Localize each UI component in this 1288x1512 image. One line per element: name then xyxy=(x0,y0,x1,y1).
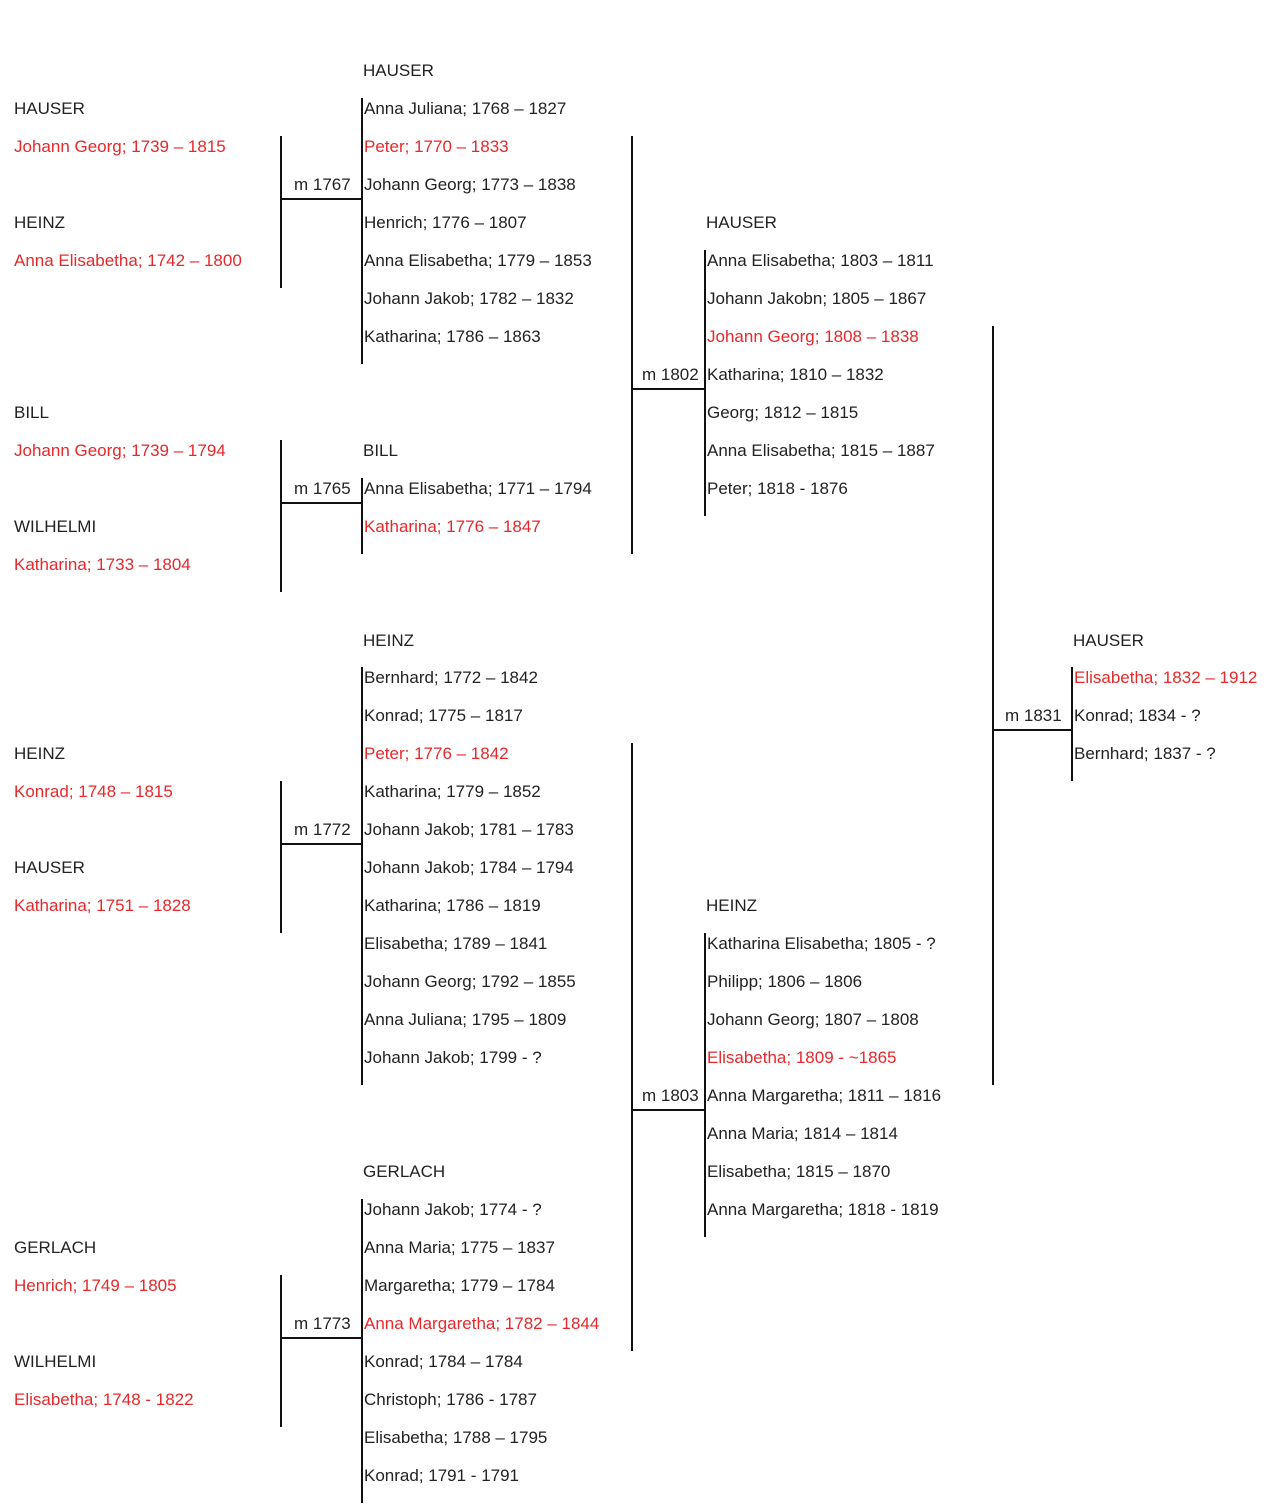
ancestor-surname-wilhelmi-1765: WILHELMI xyxy=(14,517,97,536)
child-entry: Anna Elisabetha; 1779 – 1853 xyxy=(364,251,592,270)
marriage-label-1767: m 1767 xyxy=(294,175,351,194)
child-entry: Anna Elisabetha; 1815 – 1887 xyxy=(707,441,935,460)
child-entry-highlighted: Katharina; 1776 – 1847 xyxy=(364,517,541,536)
marriage-label-1831: m 1831 xyxy=(1005,706,1062,725)
child-entry: Johann Jakob; 1799 - ? xyxy=(364,1048,542,1067)
child-entry: Georg; 1812 – 1815 xyxy=(707,403,859,422)
child-entry-highlighted: Peter; 1776 – 1842 xyxy=(364,744,509,763)
child-entry: Johann Georg; 1773 – 1838 xyxy=(364,175,576,194)
ancestor-name-heinz-1767: Anna Elisabetha; 1742 – 1800 xyxy=(14,251,242,270)
marriage-bracket-1765 xyxy=(280,440,282,592)
child-entry: Bernhard; 1772 – 1842 xyxy=(364,668,538,687)
marriage-label-1772: m 1772 xyxy=(294,820,351,839)
child-entry: Johann Jakob; 1784 – 1794 xyxy=(364,858,574,877)
child-entry: Anna Maria; 1814 – 1814 xyxy=(707,1124,898,1143)
child-entry: Elisabetha; 1789 – 1841 xyxy=(364,934,548,953)
family-surname-hauser-1831: HAUSER xyxy=(1073,631,1144,650)
marriage-connector-1802 xyxy=(631,388,706,390)
marriage-connector-1767 xyxy=(280,198,363,200)
child-entry-highlighted: Anna Margaretha; 1782 – 1844 xyxy=(364,1314,600,1333)
child-entry: Katharina; 1810 – 1832 xyxy=(707,365,884,384)
child-entry: Konrad; 1791 - 1791 xyxy=(364,1466,520,1485)
child-entry: Johann Jakobn; 1805 – 1867 xyxy=(707,289,927,308)
children-bracket-heinz-1803 xyxy=(704,933,706,1237)
child-entry: Katharina; 1786 – 1819 xyxy=(364,896,541,915)
child-entry: Christoph; 1786 - 1787 xyxy=(364,1390,537,1409)
children-bracket-hauser-1802 xyxy=(704,250,706,516)
marriage-label-1773: m 1773 xyxy=(294,1314,351,1333)
marriage-bracket-1767 xyxy=(280,136,282,288)
child-entry: Konrad; 1775 – 1817 xyxy=(364,706,523,725)
child-entry: Bernhard; 1837 - ? xyxy=(1074,744,1216,763)
child-entry: Johann Georg; 1807 – 1808 xyxy=(707,1010,919,1029)
marriage-label-1802: m 1802 xyxy=(642,365,699,384)
child-entry: Elisabetha; 1815 – 1870 xyxy=(707,1162,891,1181)
family-surname-hauser-1802: HAUSER xyxy=(706,213,777,232)
child-entry: Anna Margaretha; 1811 – 1816 xyxy=(707,1086,942,1105)
child-entry: Philipp; 1806 – 1806 xyxy=(707,972,863,991)
marriage-connector-1772 xyxy=(280,843,363,845)
family-surname-bill-1765: BILL xyxy=(363,441,398,460)
child-entry: Anna Elisabetha; 1771 – 1794 xyxy=(364,479,592,498)
children-bracket-hauser-1831 xyxy=(1071,667,1073,781)
child-entry: Johann Jakob; 1774 - ? xyxy=(364,1200,542,1219)
child-entry: Anna Maria; 1775 – 1837 xyxy=(364,1238,555,1257)
marriage-connector-1765 xyxy=(280,502,363,504)
marriage-bracket-1802 xyxy=(631,136,633,554)
marriage-bracket-1772 xyxy=(280,781,282,933)
child-entry: Anna Juliana; 1768 – 1827 xyxy=(364,99,567,118)
marriage-connector-1773 xyxy=(280,1337,363,1339)
children-bracket-hauser-1767 xyxy=(361,98,363,364)
child-entry: Henrich; 1776 – 1807 xyxy=(364,213,527,232)
ancestor-name-hauser-1772: Katharina; 1751 – 1828 xyxy=(14,896,191,915)
child-entry: Anna Juliana; 1795 – 1809 xyxy=(364,1010,567,1029)
ancestor-surname-wilhelmi-1773: WILHELMI xyxy=(14,1352,97,1371)
family-surname-gerlach-1773: GERLACH xyxy=(363,1162,446,1181)
child-entry: Margaretha; 1779 – 1784 xyxy=(364,1276,555,1295)
family-surname-hauser-1767: HAUSER xyxy=(363,61,434,80)
child-entry-highlighted: Elisabetha; 1809 - ~1865 xyxy=(707,1048,897,1067)
child-entry: Anna Elisabetha; 1803 – 1811 xyxy=(707,251,934,270)
child-entry-highlighted: Peter; 1770 – 1833 xyxy=(364,137,509,156)
marriage-connector-1803 xyxy=(631,1109,706,1111)
marriage-bracket-1803 xyxy=(631,743,633,1351)
child-entry: Konrad; 1834 - ? xyxy=(1074,706,1201,725)
child-entry: Peter; 1818 - 1876 xyxy=(707,479,848,498)
children-bracket-gerlach-1773 xyxy=(361,1199,363,1503)
ancestor-name-wilhelmi-1773: Elisabetha; 1748 - 1822 xyxy=(14,1390,194,1409)
marriage-label-1765: m 1765 xyxy=(294,479,351,498)
family-surname-heinz-1772: HEINZ xyxy=(363,631,414,650)
child-entry: Katharina; 1779 – 1852 xyxy=(364,782,541,801)
ancestor-surname-bill-1765: BILL xyxy=(14,403,49,422)
child-entry-highlighted: Johann Georg; 1808 – 1838 xyxy=(707,327,919,346)
child-entry-highlighted: Elisabetha; 1832 – 1912 xyxy=(1074,668,1258,687)
marriage-connector-1831 xyxy=(992,729,1073,731)
ancestor-surname-gerlach-1773: GERLACH xyxy=(14,1238,97,1257)
ancestor-surname-hauser-1767: HAUSER xyxy=(14,99,85,118)
marriage-label-1803: m 1803 xyxy=(642,1086,699,1105)
child-entry: Katharina; 1786 – 1863 xyxy=(364,327,541,346)
child-entry: Katharina Elisabetha; 1805 - ? xyxy=(707,934,936,953)
children-bracket-heinz-1772 xyxy=(361,667,363,1085)
ancestor-surname-heinz-1767: HEINZ xyxy=(14,213,65,232)
family-surname-heinz-1803: HEINZ xyxy=(706,896,757,915)
marriage-bracket-1773 xyxy=(280,1275,282,1427)
ancestor-surname-heinz-1772: HEINZ xyxy=(14,744,65,763)
ancestor-name-wilhelmi-1765: Katharina; 1733 – 1804 xyxy=(14,555,191,574)
marriage-bracket-1831 xyxy=(992,326,994,1085)
child-entry: Johann Jakob; 1781 – 1783 xyxy=(364,820,574,839)
ancestor-name-bill-1765: Johann Georg; 1739 – 1794 xyxy=(14,441,226,460)
ancestor-name-hauser-1767: Johann Georg; 1739 – 1815 xyxy=(14,137,226,156)
child-entry: Anna Margaretha; 1818 - 1819 xyxy=(707,1200,939,1219)
child-entry: Konrad; 1784 – 1784 xyxy=(364,1352,523,1371)
child-entry: Johann Jakob; 1782 – 1832 xyxy=(364,289,574,308)
child-entry: Elisabetha; 1788 – 1795 xyxy=(364,1428,548,1447)
ancestor-name-heinz-1772: Konrad; 1748 – 1815 xyxy=(14,782,173,801)
child-entry: Johann Georg; 1792 – 1855 xyxy=(364,972,576,991)
ancestor-name-gerlach-1773: Henrich; 1749 – 1805 xyxy=(14,1276,177,1295)
children-bracket-bill-1765 xyxy=(361,478,363,554)
ancestor-surname-hauser-1772: HAUSER xyxy=(14,858,85,877)
